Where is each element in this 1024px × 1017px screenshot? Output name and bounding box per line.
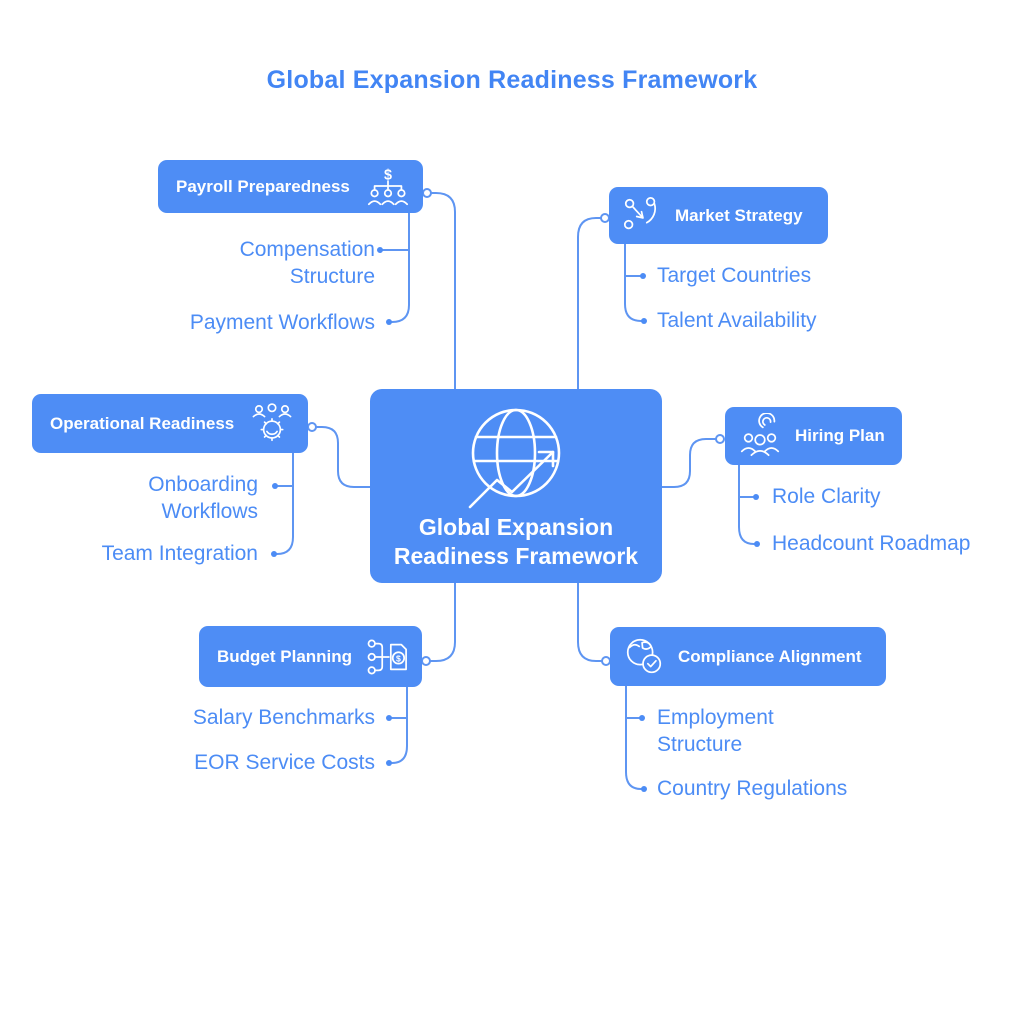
child-target-countries: Target Countries	[657, 264, 812, 287]
link-budget-center	[429, 582, 456, 662]
port-dot	[600, 213, 610, 223]
branch-tip-dot	[641, 786, 647, 792]
child-role-clarity: Role Clarity	[772, 485, 881, 508]
child-talent-availability: Talent Availability	[657, 309, 817, 332]
port-dot	[307, 422, 317, 432]
node-label: Market Strategy	[675, 205, 803, 225]
strategy-paths-icon	[621, 195, 663, 237]
node-hiring-plan: Hiring Plan	[725, 407, 902, 465]
branch-tip-dot	[386, 715, 392, 721]
link-operational-center	[315, 426, 371, 488]
branch-tip-dot	[753, 494, 759, 500]
trunk-hiring	[738, 464, 755, 545]
port-dot	[715, 434, 725, 444]
branch-tip-dot	[641, 318, 647, 324]
branch-tip-dot	[386, 319, 392, 325]
node-label: Operational Readiness	[50, 413, 235, 433]
node-label: Compliance Alignment	[678, 646, 862, 666]
link-hiring-center	[661, 438, 717, 488]
globe-growth-icon	[468, 408, 561, 509]
node-label: Hiring Plan	[795, 426, 885, 445]
globe-check-icon	[622, 635, 666, 679]
svg-text:$: $	[384, 167, 392, 183]
hiring-people-icon	[737, 413, 783, 459]
trunk-operational	[276, 452, 294, 555]
budget-document-icon: $	[364, 636, 410, 678]
payroll-hierarchy-icon: $	[365, 165, 411, 209]
port-dot	[601, 656, 611, 666]
branch-tip-dot	[754, 541, 760, 547]
child-salary-benchmarks: Salary Benchmarks	[192, 706, 375, 729]
child-headcount-roadmap: Headcount Roadmap	[772, 532, 971, 555]
center-title-line2: Readiness Framework	[393, 543, 639, 569]
port-dot	[422, 188, 432, 198]
child-team-integration: Team Integration	[101, 542, 258, 565]
link-compliance-center	[577, 582, 603, 662]
child-country-regulations: Country Regulations	[657, 777, 848, 800]
trunk-compliance	[625, 685, 642, 790]
node-budget-planning: Budget Planning $	[199, 626, 422, 687]
node-label: Payroll Preparedness	[176, 176, 350, 196]
node-label: Budget Planning	[217, 646, 353, 666]
child-eor-service-costs: EOR Service Costs	[194, 751, 375, 774]
node-market-strategy: Market Strategy	[609, 187, 828, 244]
trunk-payroll	[382, 212, 410, 323]
center-node	[370, 389, 662, 583]
branch-tip-dot	[272, 483, 278, 489]
link-payroll-center	[430, 192, 456, 390]
branch-tip-dot	[639, 715, 645, 721]
svg-text:$: $	[396, 653, 401, 663]
child-employment-structure: Employment Structure	[657, 706, 774, 756]
branch-tip-dot	[640, 273, 646, 279]
trunk-market	[624, 243, 642, 322]
node-compliance-alignment: Compliance Alignment	[610, 627, 886, 686]
branch-tip-dot	[377, 247, 383, 253]
branch-tip-dot	[271, 551, 277, 557]
node-operational-readiness: Operational Readiness	[32, 394, 308, 453]
port-dot	[421, 656, 431, 666]
center-title-line1: Global Expansion	[418, 514, 614, 540]
team-gear-icon	[246, 401, 298, 447]
center-node-title: Global Expansion Readiness Framework	[370, 513, 662, 571]
branch-tip-dot	[386, 760, 392, 766]
trunk-budget	[391, 686, 408, 764]
child-compensation-structure: Compensation Structure	[239, 238, 375, 288]
child-payment-workflows: Payment Workflows	[189, 311, 375, 334]
child-onboarding-workflows: Onboarding Workflows	[148, 473, 258, 523]
page-title: Global Expansion Readiness Framework	[266, 66, 758, 94]
link-market-center	[577, 217, 602, 390]
node-payroll-preparedness: Payroll Preparedness $	[158, 160, 423, 213]
